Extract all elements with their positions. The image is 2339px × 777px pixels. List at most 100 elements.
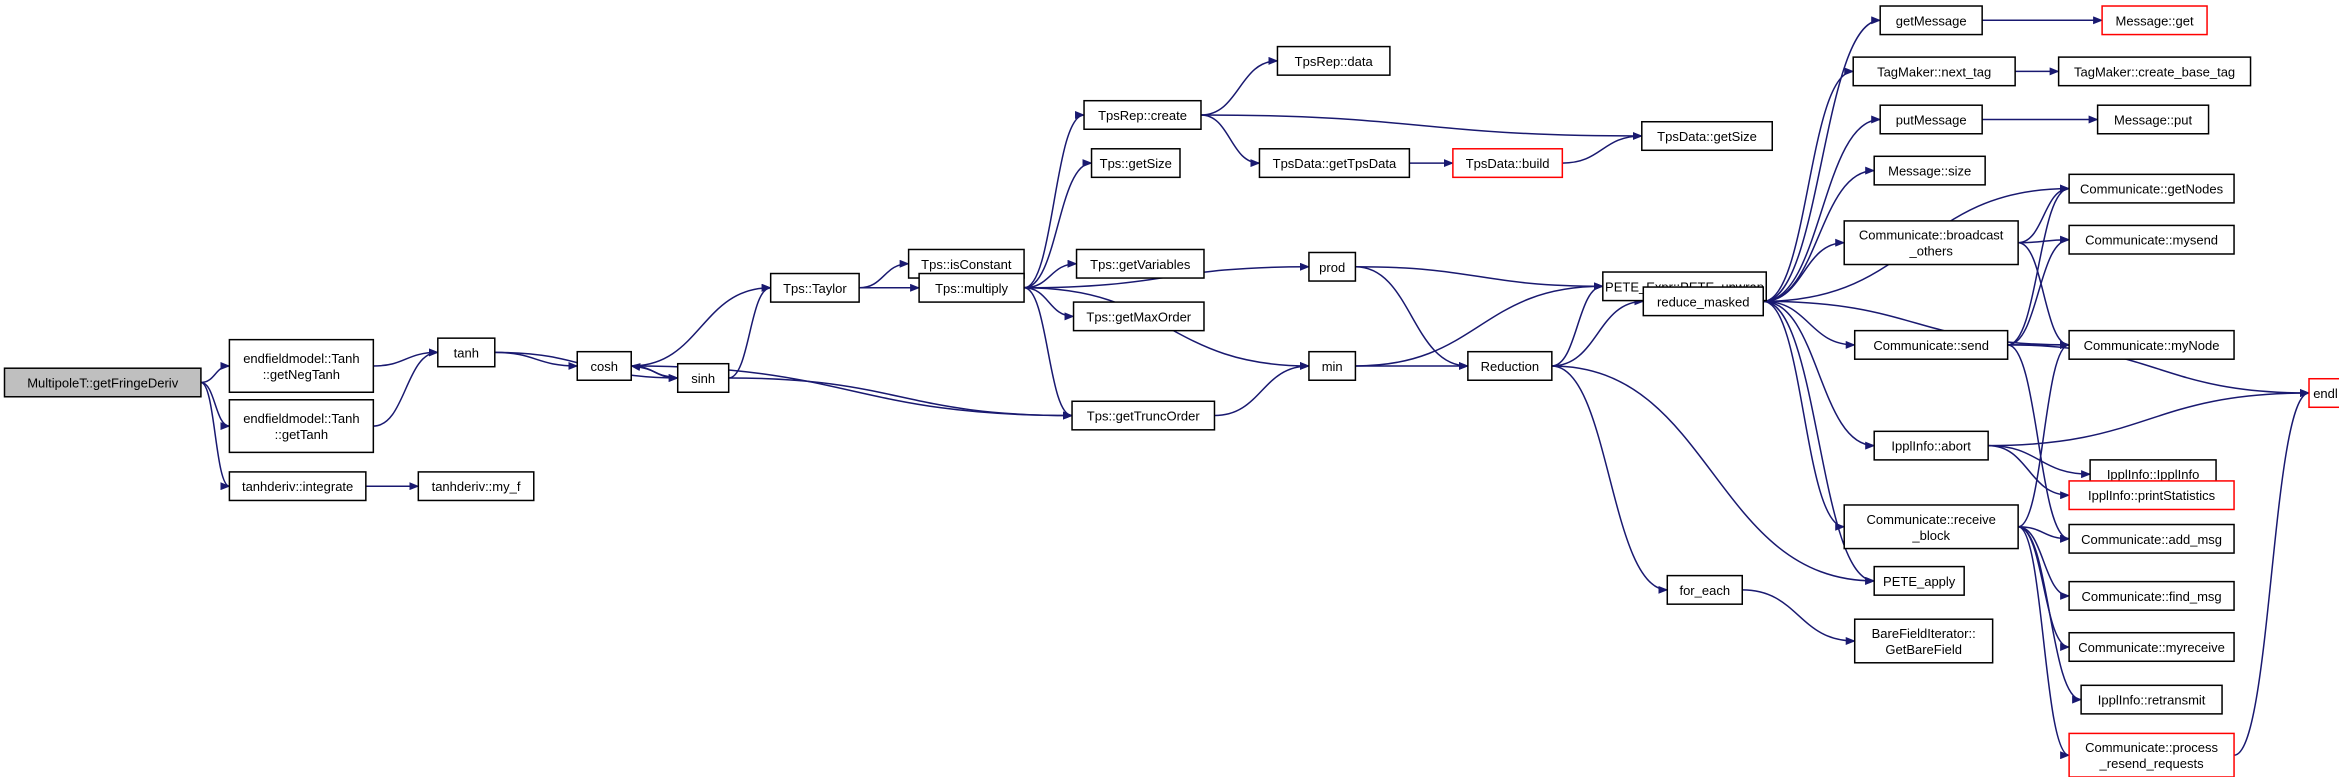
edge-arrow [859, 259, 910, 289]
node-n3[interactable]: tanhderiv::integrate [228, 471, 367, 502]
node-box [1873, 155, 1986, 186]
node-n45[interactable]: Communicate::add_msg [2068, 523, 2235, 554]
edge-n23-n24 [1551, 297, 1645, 367]
node-n9[interactable]: Tps::getTruncOrder [1071, 400, 1216, 431]
node-n14[interactable]: Tps::getVariables [1075, 248, 1205, 279]
node-n31[interactable]: Message::size [1873, 155, 1986, 186]
edge-arrow [1023, 287, 1074, 420]
edge-arrow [1763, 238, 1846, 303]
edge-n9-n17 [1214, 361, 1310, 417]
edge-n17-n22 [1355, 282, 1604, 367]
node-box [1072, 301, 1205, 332]
node-box [2096, 104, 2210, 135]
node-n16[interactable]: prod [1308, 251, 1357, 282]
node-n12[interactable]: TpsRep::create [1083, 99, 1202, 130]
node-box [2068, 329, 2235, 360]
node-label: GetBareField [1885, 642, 1962, 657]
edge-n11-n15 [1024, 287, 1075, 321]
edge-arrow [1988, 444, 2092, 479]
node-n48[interactable]: IpplInfo::retransmit [2080, 684, 2223, 715]
node-n28[interactable]: getMessage [1879, 5, 1983, 36]
edge-n21-n20 [1562, 132, 1643, 164]
edge-arrow [1562, 132, 1643, 164]
edge-arrow [631, 283, 772, 367]
node-box [2080, 684, 2223, 715]
node-n21[interactable]: TpsData::build [1452, 148, 1564, 179]
edge-n34-n42 [1988, 389, 2311, 447]
node-n19[interactable]: TpsData::getTpsData [1258, 148, 1411, 179]
node-n27[interactable]: BareFieldIterator::GetBareField [1853, 618, 1994, 664]
node-label: Communicate::myNode [2084, 338, 2220, 353]
edge-arrow [1023, 159, 1093, 289]
node-n42[interactable]: endl [2308, 377, 2339, 409]
node-box [1852, 56, 2016, 87]
node-label: TpsData::getSize [1657, 129, 1757, 144]
node-n26[interactable]: PETE_apply [1873, 565, 1965, 596]
node-label: getMessage [1896, 13, 1967, 28]
edge-arrow [2007, 344, 2311, 398]
node-label: TpsRep::data [1295, 54, 1374, 69]
node-n41[interactable]: Communicate::myNode [2068, 329, 2235, 360]
edge-arrow [1988, 389, 2311, 447]
node-n35[interactable]: Communicate::receive_block [1843, 504, 2019, 550]
node-n29[interactable]: TagMaker::next_tag [1852, 56, 2016, 87]
edge-n12-n18 [1200, 56, 1279, 116]
node-n44[interactable]: IpplInfo::printStatistics [2068, 480, 2235, 511]
node-n8[interactable]: Tps::Taylor [769, 272, 860, 303]
node-label: tanhderiv::my_f [432, 479, 521, 494]
node-n15[interactable]: Tps::getMaxOrder [1072, 301, 1205, 332]
node-n4[interactable]: tanh [437, 337, 496, 368]
node-box [1843, 220, 2019, 266]
node-label: reduce_masked [1657, 294, 1750, 309]
node-n33[interactable]: Communicate::send [1853, 329, 2009, 360]
node-box [1879, 5, 1983, 36]
edge-n16-n23 [1355, 266, 1469, 370]
edge-arrow [1763, 300, 2071, 349]
edge-n12-n20 [1200, 114, 1643, 141]
node-n39[interactable]: Communicate::getNodes [2068, 173, 2235, 204]
node-n20[interactable]: TpsData::getSize [1641, 120, 1773, 152]
node-n2[interactable]: endfieldmodel::Tanh::getTanh [228, 399, 375, 454]
edge-n34-n43 [1988, 444, 2092, 479]
node-label: PETE_apply [1883, 574, 1956, 589]
node-n30[interactable]: putMessage [1879, 104, 1983, 135]
node-box [1666, 574, 1744, 605]
edge-n35-n41 [2017, 340, 2071, 528]
node-label: Tps::multiply [935, 281, 1008, 296]
node-n17[interactable]: min [1308, 350, 1357, 381]
node-n40[interactable]: Communicate::mysend [2068, 224, 2235, 255]
node-n18[interactable]: TpsRep::data [1276, 45, 1391, 76]
node-n11[interactable]: Tps::multiply [918, 272, 1025, 303]
node-n24[interactable]: reduce_masked [1642, 286, 1764, 317]
node-label: TpsData::build [1466, 156, 1550, 171]
node-box [228, 471, 367, 502]
node-n6[interactable]: cosh [576, 350, 632, 381]
edge-arrow [1763, 300, 1856, 349]
node-n37[interactable]: TagMaker::create_base_tag [2057, 56, 2252, 87]
node-n46[interactable]: Communicate::find_msg [2068, 580, 2235, 611]
node-n38[interactable]: Message::put [2096, 104, 2210, 135]
node-n1[interactable]: endfieldmodel::Tanh::getNegTanh [228, 338, 375, 394]
edge-n24-n28 [1763, 16, 1882, 303]
edge-n23-n26 [1551, 365, 1876, 585]
node-n5[interactable]: tanhderiv::my_f [417, 471, 535, 502]
edge-arrow [728, 283, 772, 379]
node-label: Communicate::myreceive [2078, 640, 2225, 655]
edge-n33-n39 [2007, 184, 2071, 346]
node-label: Communicate::find_msg [2081, 589, 2221, 604]
edge-n35-n48 [2017, 526, 2083, 704]
edge-arrow [1551, 365, 1876, 585]
node-n7[interactable]: sinh [676, 362, 730, 394]
node-n49[interactable]: Communicate::process_resend_requests [2068, 732, 2235, 777]
node-box [1467, 350, 1553, 381]
node-n25[interactable]: for_each [1666, 574, 1744, 605]
node-n47[interactable]: Communicate::myreceive [2068, 631, 2235, 663]
edge-n24-n32 [1763, 238, 1846, 303]
edge-arrow [200, 381, 231, 431]
node-n13[interactable]: Tps::getSize [1090, 148, 1181, 179]
node-n0[interactable]: MultipoleT::getFringeDeriv [3, 367, 202, 398]
node-n32[interactable]: Communicate::broadcast_others [1843, 220, 2019, 266]
node-n36[interactable]: Message::get [2101, 5, 2208, 36]
node-n34[interactable]: IpplInfo::abort [1873, 430, 1989, 461]
node-n23[interactable]: Reduction [1467, 350, 1553, 381]
